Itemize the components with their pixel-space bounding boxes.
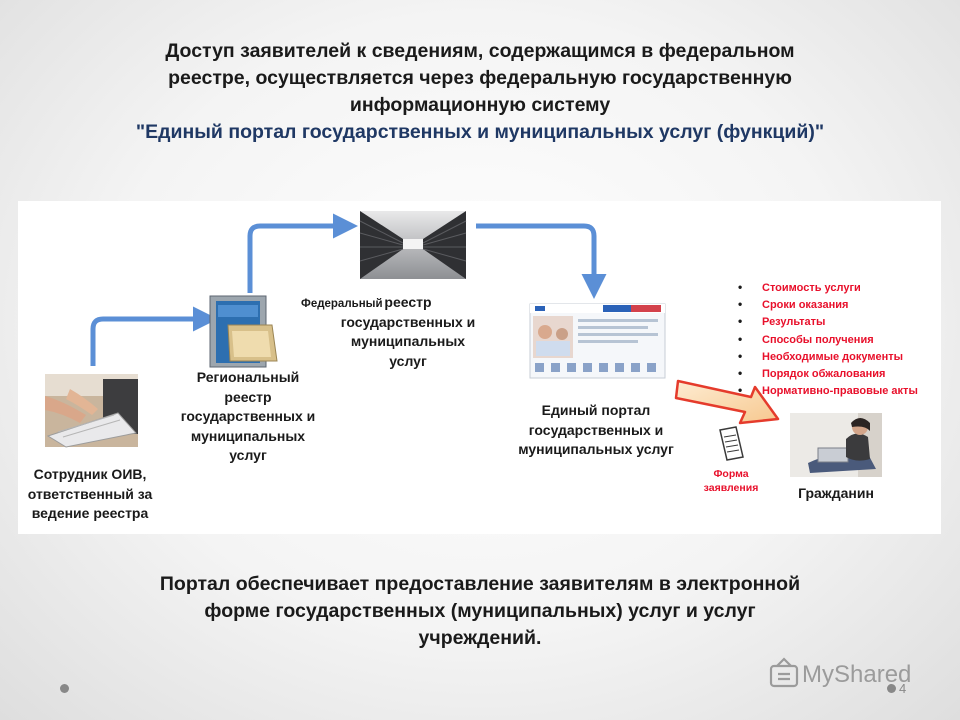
caption-line: государственных и: [340, 313, 476, 330]
arrow-federal-to-portal: [476, 223, 607, 299]
description-line: форме государственных (муниципальных) ус…: [204, 600, 756, 622]
title-portal-name: "Единый портал государственных и муницип…: [135, 121, 825, 143]
caption-line: Форма: [713, 468, 749, 480]
caption-line: реестр: [224, 388, 272, 405]
document-icon: [719, 426, 744, 461]
diagram-graphics: [45, 211, 882, 477]
left-dot: [60, 684, 69, 693]
list-item: Порядок обжалования: [736, 365, 918, 382]
myshared-logo: MyShared: [769, 657, 911, 688]
federal-registry-caption: реестр государственных и муниципальных у…: [328, 293, 488, 371]
arrow-regional-to-federal: [247, 213, 358, 293]
caption-line: услуг: [389, 352, 427, 369]
employee-caption: Сотрудник ОИВ, ответственный за ведение …: [20, 465, 160, 524]
caption-line: муниципальных: [350, 333, 466, 349]
list-item: Сроки оказания: [736, 296, 918, 313]
portal-screenshot: [529, 303, 666, 379]
caption-line: ответственный за: [27, 485, 153, 502]
caption-line: заявления: [703, 482, 759, 494]
employee-photo: [45, 374, 138, 448]
caption-line: ведение реестра: [31, 505, 149, 521]
filing-cabinet-icon: [209, 295, 278, 368]
title-line: Доступ заявителей к сведениям, содержащи…: [165, 40, 795, 62]
diagram-panel: Стоимость услуги Сроки оказания Результа…: [18, 201, 941, 534]
citizen-photo: [790, 413, 882, 477]
right-dot: [887, 684, 896, 693]
list-item: Нормативно-правовые акты: [736, 382, 918, 399]
caption-line: муниципальных услуг: [518, 441, 674, 457]
form-caption: Форма заявления: [690, 467, 772, 495]
title-line: информационную систему: [349, 94, 611, 116]
description-line: учреждений.: [418, 627, 542, 649]
caption-line: Сотрудник ОИВ,: [33, 466, 147, 482]
service-info-list: Стоимость услуги Сроки оказания Результа…: [736, 279, 918, 399]
caption-line: реестр: [384, 294, 432, 310]
federal-word: Федеральный: [300, 298, 384, 310]
server-room-icon: [359, 211, 467, 279]
arrow-employee-to-regional: [90, 306, 218, 366]
caption-line: Единый портал: [541, 402, 651, 418]
caption-line: Региональный: [196, 369, 300, 385]
caption-line: муниципальных: [190, 427, 306, 444]
portal-description: Портал обеспечивает предоставление заяви…: [60, 571, 900, 652]
page-number: 4: [899, 681, 907, 696]
citizen-caption: Гражданин: [798, 485, 874, 501]
list-item: Необходимые документы: [736, 348, 918, 365]
description-line: Портал обеспечивает предоставление заяви…: [159, 573, 801, 595]
caption-line: государственных и: [528, 421, 664, 438]
list-item: Стоимость услуги: [736, 279, 918, 296]
title-line: реестре, осуществляется через федеральну…: [168, 67, 792, 89]
watermark-text: MyShared: [802, 661, 911, 688]
portal-caption: Единый портал государственных и муниципа…: [506, 401, 686, 460]
caption-line: услуг: [229, 447, 267, 463]
list-item: Способы получения: [736, 331, 918, 348]
regional-registry-caption: Региональный реестр государственных и му…: [168, 368, 328, 466]
list-item: Результаты: [736, 313, 918, 330]
caption-line: государственных и: [180, 408, 316, 424]
slide-title: Доступ заявителей к сведениям, содержащи…: [40, 38, 920, 146]
